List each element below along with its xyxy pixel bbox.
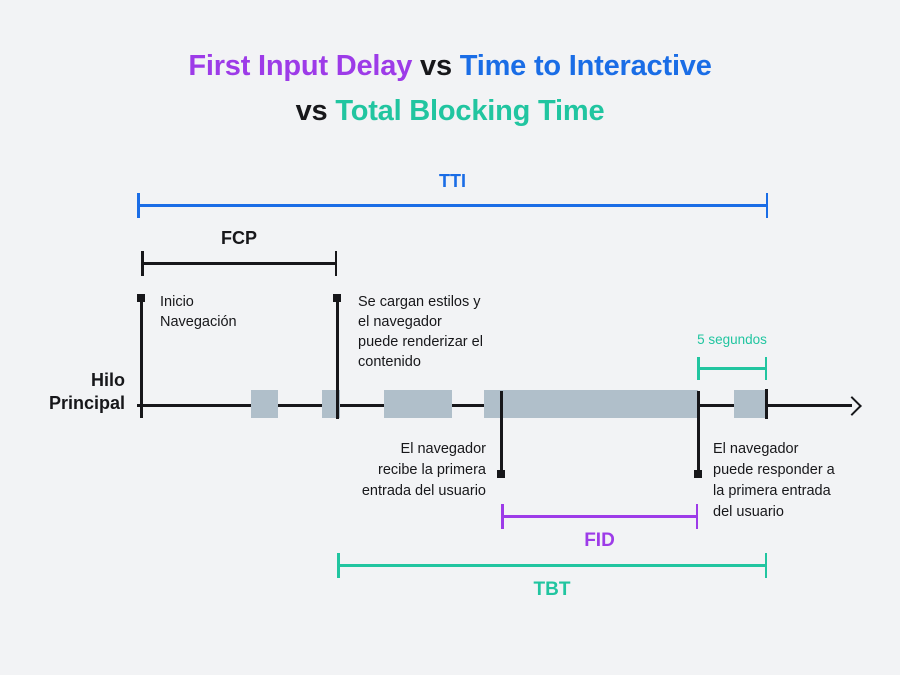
fcp-bracket bbox=[141, 251, 337, 276]
fcp-bracket-line bbox=[141, 262, 337, 265]
main-thread-label: Hilo Principal bbox=[48, 370, 125, 413]
fcp-label: FCP bbox=[221, 228, 257, 248]
task-block bbox=[384, 390, 452, 418]
title-vs-2: vs bbox=[295, 95, 336, 127]
task-block bbox=[251, 390, 278, 418]
title-line-2: vs Total Blocking Time bbox=[0, 89, 900, 134]
tbt-bracket-line bbox=[337, 564, 767, 567]
task-block bbox=[322, 390, 340, 418]
title-tti-segment: Time to Interactive bbox=[459, 50, 712, 82]
tti-bracket bbox=[137, 193, 768, 218]
fid-bracket-right-tick bbox=[695, 504, 698, 529]
title-fid-segment: First Input Delay bbox=[188, 50, 413, 82]
title-line-1: First Input Delay vs Time to Interactive bbox=[0, 44, 900, 89]
input-response-marker-line bbox=[697, 391, 700, 476]
page-title: First Input Delay vs Time to Interactive… bbox=[0, 44, 900, 134]
input-response-marker-square bbox=[694, 470, 702, 478]
tbt-bracket bbox=[337, 553, 767, 578]
five-seconds-right-tick bbox=[764, 357, 767, 380]
five-seconds-line bbox=[697, 367, 767, 370]
fid-bracket bbox=[501, 504, 698, 529]
annotation-styles-loaded: Se cargan estilos y el navegador puede r… bbox=[358, 294, 483, 370]
fid-label: FID bbox=[584, 530, 615, 551]
five-seconds-bracket bbox=[697, 357, 767, 380]
interactive-point-tick bbox=[765, 389, 768, 419]
tbt-bracket-right-tick bbox=[764, 553, 767, 578]
title-vs-1: vs bbox=[412, 50, 460, 82]
tti-bracket-right-tick bbox=[765, 193, 768, 218]
five-seconds-label: 5 segundos bbox=[697, 332, 767, 347]
annotation-navigation-start: Inicio Navegación bbox=[160, 294, 237, 330]
styles-loaded-marker-line bbox=[336, 299, 339, 419]
fcp-bracket-right-tick bbox=[334, 251, 337, 276]
tti-label: TTI bbox=[439, 171, 466, 191]
styles-loaded-marker-square bbox=[333, 294, 341, 302]
first-input-marker-square bbox=[497, 470, 505, 478]
task-block bbox=[734, 390, 766, 418]
annotation-first-input-received: El navegador recibe la primera entrada d… bbox=[361, 441, 486, 499]
tbt-label: TBT bbox=[533, 579, 571, 600]
tti-bracket-line bbox=[137, 204, 768, 207]
fid-bracket-line bbox=[501, 515, 698, 518]
first-input-marker-line bbox=[500, 391, 503, 476]
task-block-long bbox=[484, 390, 698, 418]
annotation-first-input-responded: El navegador puede responder a la primer… bbox=[713, 441, 835, 520]
navigation-start-marker-square bbox=[137, 294, 145, 302]
navigation-start-marker-line bbox=[140, 299, 143, 418]
arrowhead-icon bbox=[842, 396, 862, 416]
title-tbt-segment: Total Blocking Time bbox=[335, 95, 605, 127]
